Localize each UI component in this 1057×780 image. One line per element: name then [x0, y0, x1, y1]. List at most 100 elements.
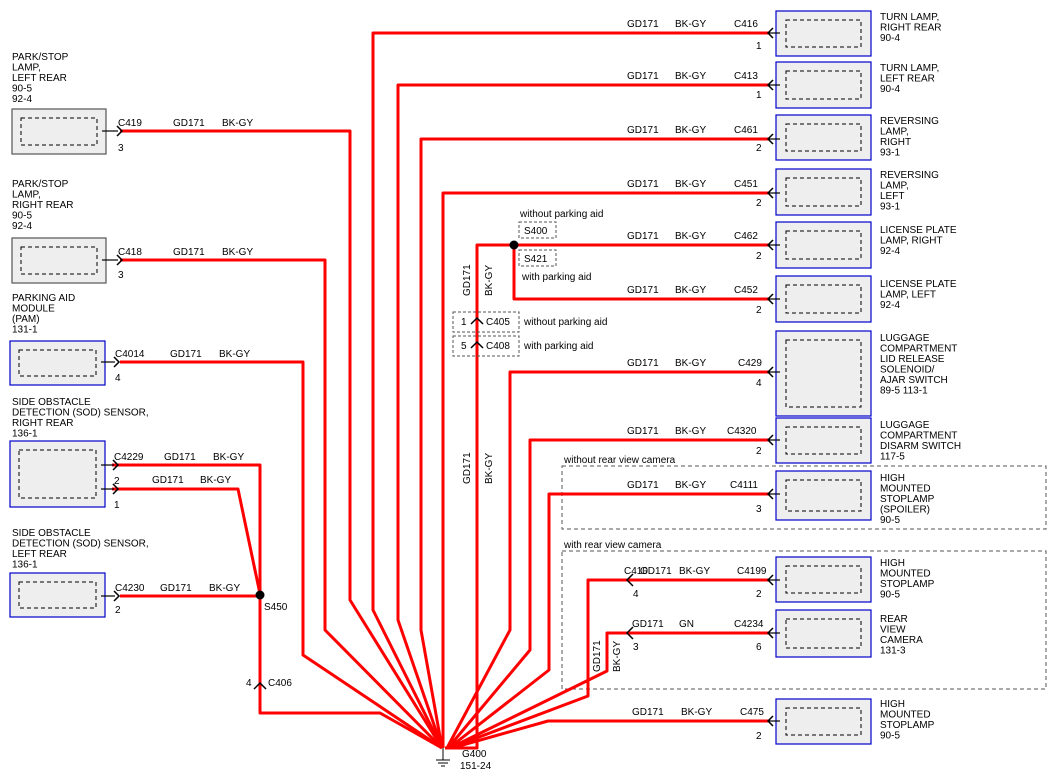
component-inner — [18, 449, 97, 499]
component-label-line: DETECTION (SOD) SENSOR, — [12, 539, 149, 550]
connector-c408-box — [452, 335, 520, 357]
component-label-line: PARK/STOP — [12, 52, 69, 63]
wire-c413 — [396, 83, 770, 749]
connector-arrow — [766, 434, 774, 446]
component-label-line: RIGHT REAR — [12, 418, 74, 429]
wire-color-label: BK-GY — [681, 707, 712, 718]
component-label-line: 92-4 — [12, 94, 32, 105]
connector-label: C429 — [738, 358, 762, 369]
connector-c406-pin: 4 — [246, 678, 252, 689]
connector-pin: 2 — [756, 731, 762, 742]
component-label-line: 93-1 — [880, 148, 900, 159]
splice-s421-box — [518, 249, 557, 267]
wire-c4320 — [446, 438, 770, 749]
vertical-wire-camera-color: BK-GY — [612, 641, 623, 672]
component-box — [9, 572, 106, 618]
component-label-line: TURN LAMP, — [880, 63, 939, 74]
group-with-camera-frame — [561, 550, 1047, 690]
connector-pin: 3 — [118, 143, 124, 154]
component-label-line: PARKING AID — [12, 293, 75, 304]
wire-code-label: GD171 — [160, 583, 192, 594]
connector-arrow — [766, 239, 774, 251]
component-label-line: LAMP, — [12, 63, 41, 74]
connector-arrow — [766, 366, 774, 378]
connector-c410-pin-b: 3 — [633, 642, 639, 653]
component-inner — [785, 19, 862, 48]
wire-color-label: BK-GY — [679, 566, 710, 577]
connector-arrow — [766, 27, 774, 39]
connector-pin: 2 — [756, 305, 762, 316]
connector-pin: 4 — [115, 373, 121, 384]
connector-arrow — [113, 356, 121, 368]
wire-color-label: BK-GY — [675, 125, 706, 136]
group-without-camera-label: without rear view camera — [563, 455, 676, 466]
left-component-c419[interactable]: PARK/STOPLAMP,LEFT REAR90-592-4C4193GD17… — [11, 52, 253, 155]
wire-code-label: GD171 — [173, 118, 205, 129]
connector-arrow — [112, 483, 120, 495]
splice-s450-dot — [255, 590, 265, 600]
wire-code-label: GD171 — [627, 19, 659, 30]
wire-code-label: GD171 — [627, 426, 659, 437]
connector-c408-label: C408 — [486, 341, 510, 352]
connector-pin: 2 — [114, 476, 120, 487]
component-label-line: 117-5 — [880, 452, 905, 463]
connector-pin: 2 — [756, 251, 762, 262]
connector-pin: 4 — [756, 378, 762, 389]
component-label-line: HIGH — [880, 558, 905, 569]
connector-label: C462 — [734, 231, 758, 242]
component-label-line: 90-5 — [12, 84, 32, 95]
component-label-line: 136-1 — [12, 560, 38, 571]
component-label-line: 90-4 — [880, 33, 900, 44]
left-component-c418[interactable]: PARK/STOPLAMP,RIGHT REAR90-592-4C4183GD1… — [11, 179, 253, 284]
component-label-line: LAMP, RIGHT — [880, 236, 943, 247]
connector-pin: 1 — [756, 41, 762, 52]
component-inner — [785, 230, 862, 260]
wire-c4014 — [120, 360, 443, 750]
connector-label: C4014 — [115, 349, 145, 360]
component-label-line: REVERSING — [880, 170, 939, 181]
component-label-line: 90-5 — [12, 211, 32, 222]
connector-label: C4111 — [730, 480, 758, 491]
wire-code-label: GD171 — [627, 231, 659, 242]
component-inner — [20, 117, 98, 146]
connector-pin: 2 — [756, 198, 762, 209]
splice-with-parking-aid: with parking aid — [521, 272, 591, 283]
component-box — [775, 330, 872, 417]
wire-code-label: GD171 — [627, 179, 659, 190]
vertical-wire-lower-code: GD171 — [462, 452, 473, 484]
vertical-wire-upper-color: BK-GY — [484, 265, 495, 296]
component-label-line: STOPLAMP — [880, 494, 935, 505]
connector-label: C413 — [734, 71, 758, 82]
component-label-line: 89-5 113-1 — [880, 386, 928, 397]
connector-arrow — [766, 715, 774, 727]
component-label-line: LUGGAGE — [880, 333, 930, 344]
component-label-line: 92-4 — [880, 246, 900, 257]
component-box — [775, 168, 872, 216]
wire-color-label: BK-GY — [675, 358, 706, 369]
connector-c405-box — [452, 311, 520, 333]
splice-without-parking-aid: without parking aid — [519, 209, 603, 220]
connector-c408-variant: with parking aid — [523, 341, 593, 352]
component-inner — [785, 707, 862, 736]
connector-arrow — [766, 627, 774, 639]
connector-c410-pin-a: 4 — [633, 589, 639, 600]
component-label-line: TURN LAMP, — [880, 12, 939, 23]
right-component-c4111[interactable]: HIGHMOUNTEDSTOPLAMP(SPOILER)90-5C41113GD… — [627, 470, 935, 526]
component-label-line: 92-4 — [12, 221, 32, 232]
component-label-line: LAMP, — [880, 181, 909, 192]
